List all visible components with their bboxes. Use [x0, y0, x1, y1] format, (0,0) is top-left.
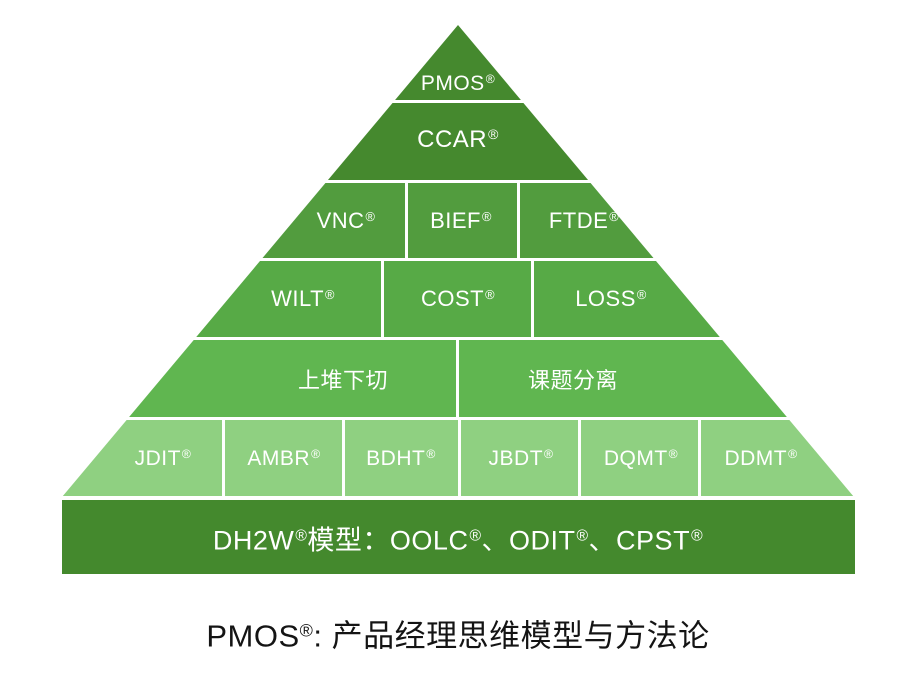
pyramid-level-4 [62, 261, 854, 337]
pyramid-level-3 [62, 183, 854, 258]
cell-divider [458, 420, 461, 496]
pyramid-shape [62, 25, 854, 497]
base-bar [62, 500, 855, 574]
cell-divider [531, 261, 534, 337]
cell-divider [456, 340, 459, 417]
cell-divider [342, 420, 345, 496]
diagram-caption: PMOS®: 产品经理思维模型与方法论 [206, 618, 710, 654]
cell-divider [381, 261, 384, 337]
cell-divider [405, 183, 408, 258]
cell-divider [517, 183, 520, 258]
pyramid-level-2 [62, 103, 854, 180]
cell-divider [698, 420, 701, 496]
cell-divider [222, 420, 225, 496]
pyramid-level-1 [62, 25, 854, 100]
cell-divider [578, 420, 581, 496]
